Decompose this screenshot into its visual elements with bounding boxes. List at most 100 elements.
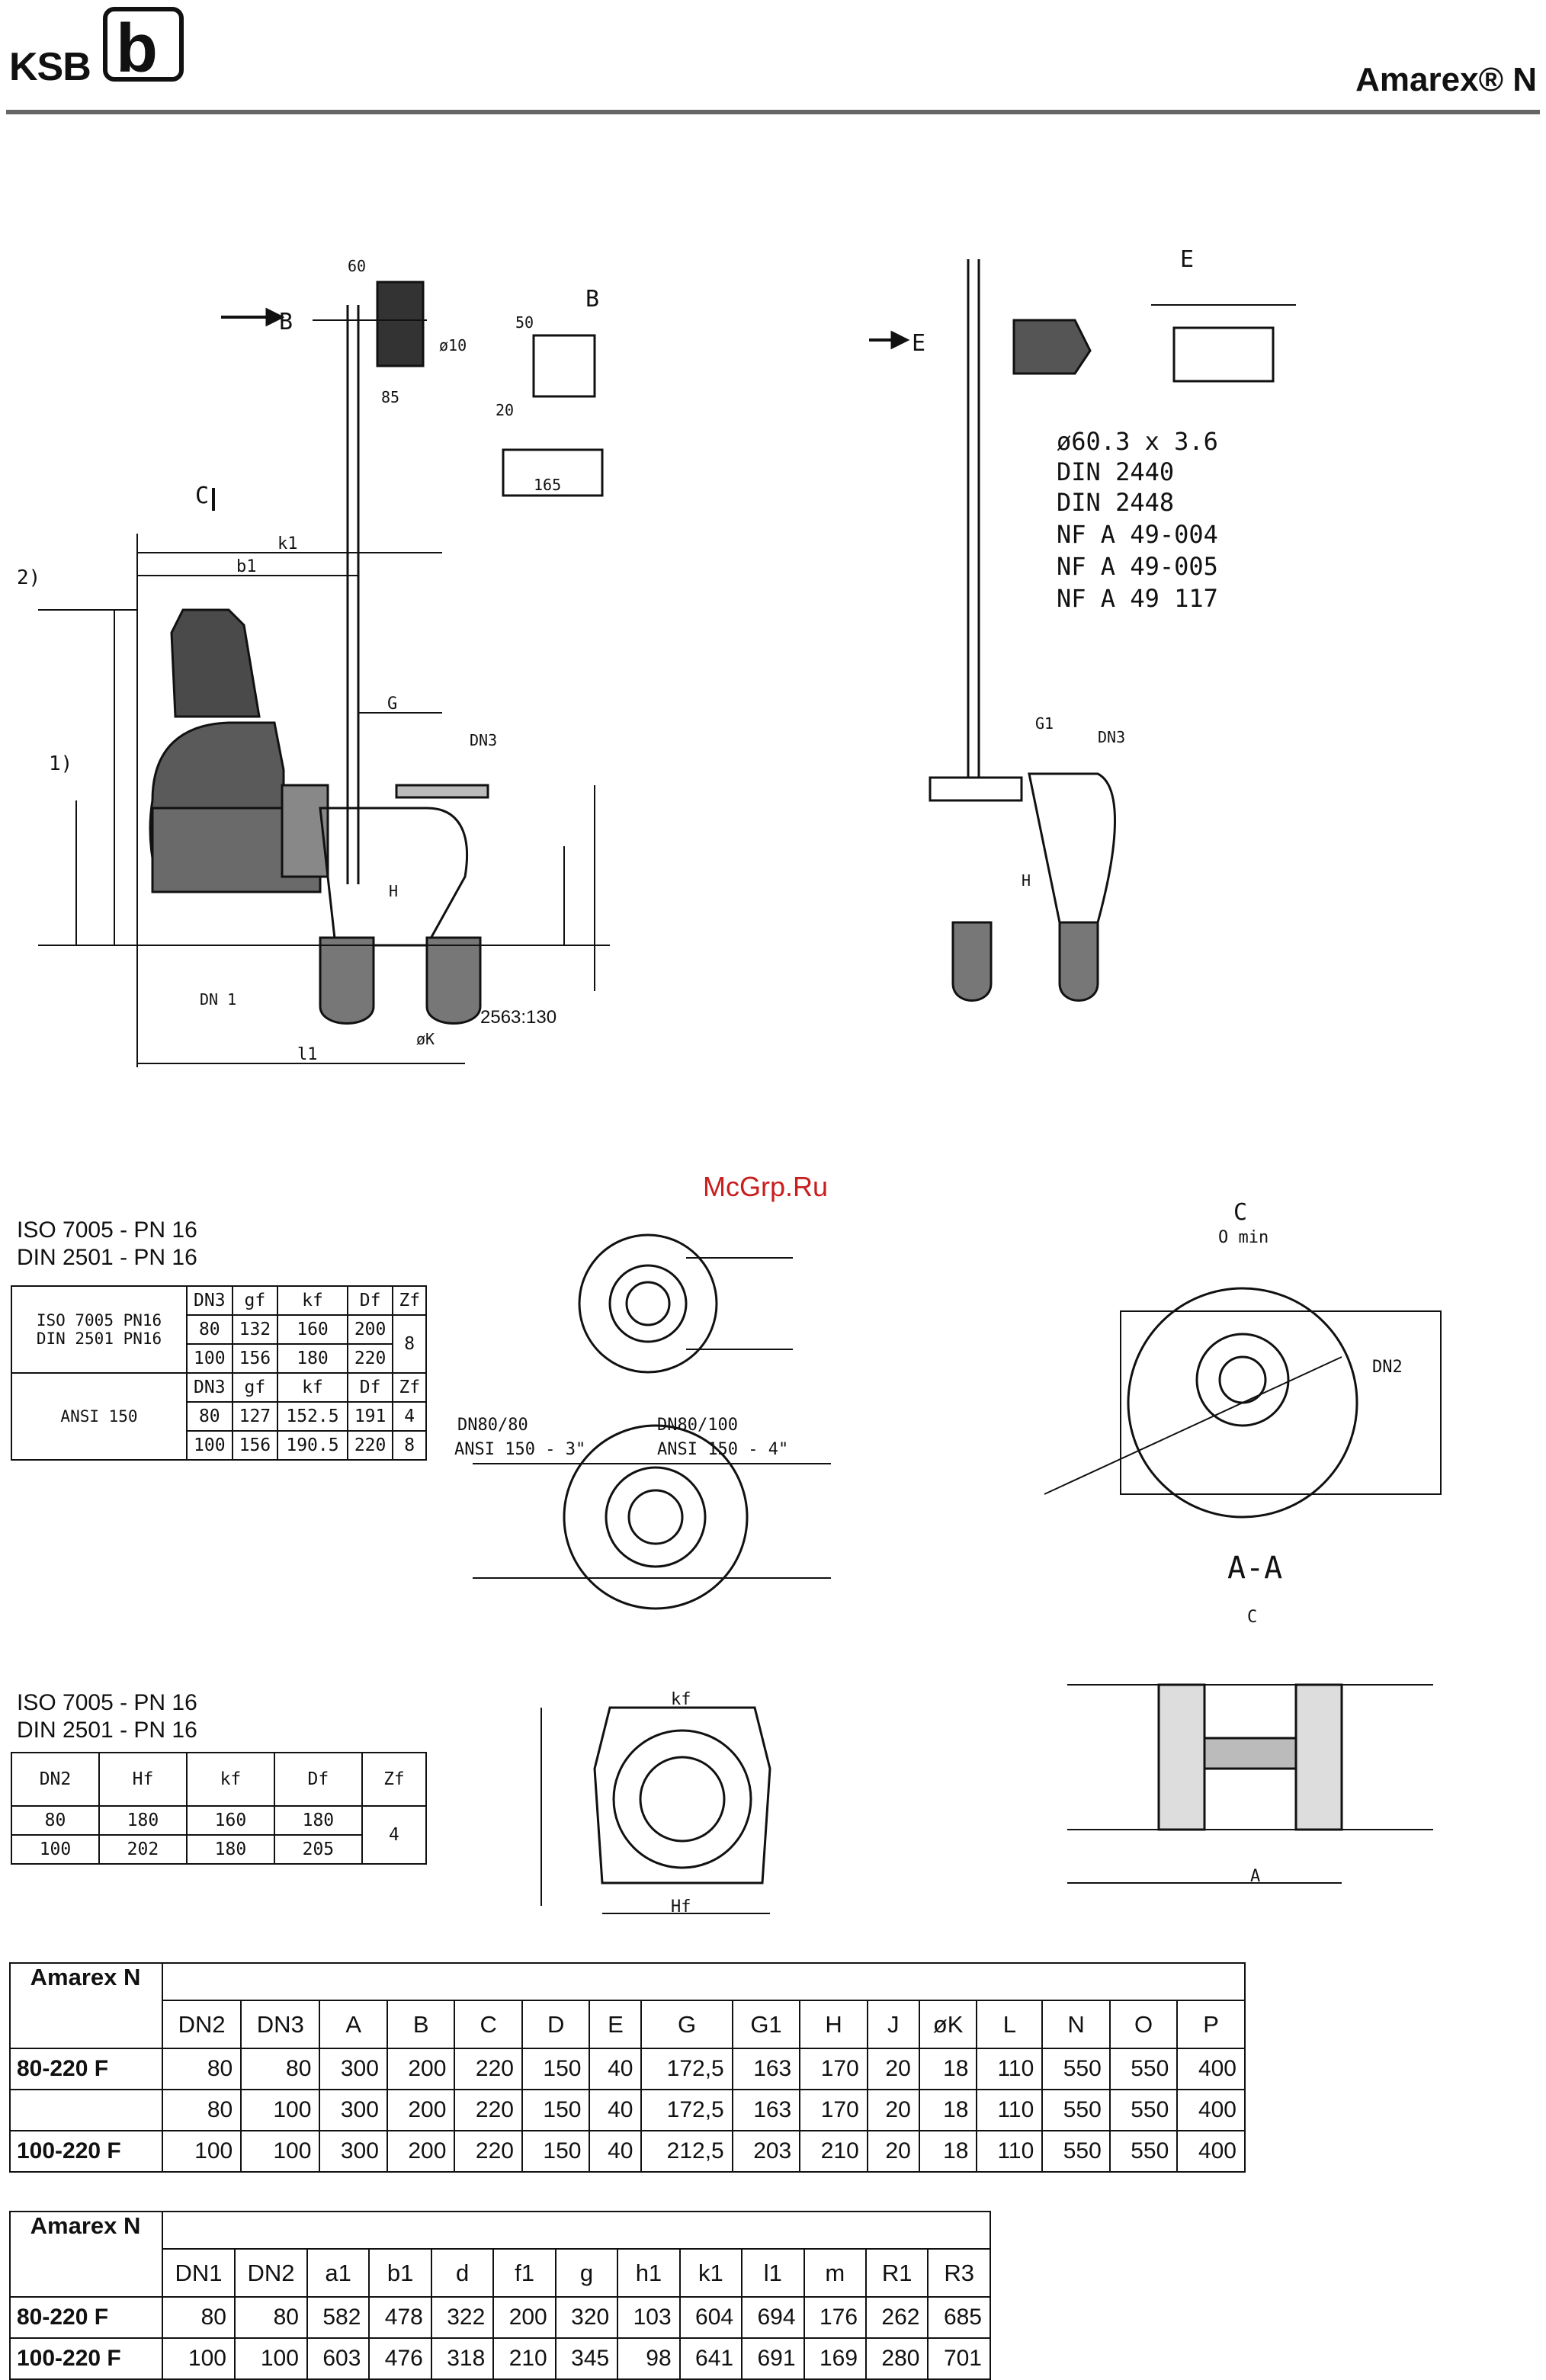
dim-omin: O min	[1218, 1228, 1269, 1247]
table-cell: 200	[386, 2130, 456, 2173]
dim-phi10: ø10	[439, 336, 467, 354]
table-cell: 550	[1041, 2130, 1111, 2173]
column-header: DN2	[161, 2000, 242, 2048]
view-e-detail-label: E	[1180, 246, 1194, 273]
table-cell: 18	[918, 2089, 978, 2131]
model-name	[9, 2089, 163, 2131]
table-cell: 685	[927, 2296, 991, 2339]
table-cell: 150	[521, 2130, 591, 2173]
column-header: m	[803, 2248, 868, 2297]
column-header: A	[319, 2000, 388, 2048]
svg-text:NF A 49-005: NF A 49-005	[1057, 552, 1218, 581]
table-cell: 262	[865, 2296, 929, 2339]
column-header: øK	[918, 2000, 978, 2048]
table-cell: 172,5	[640, 2048, 733, 2090]
header-divider	[6, 110, 1540, 114]
table-cell: 200	[386, 2048, 456, 2090]
column-header: b1	[368, 2248, 432, 2297]
table-cell: 110	[976, 2048, 1044, 2090]
dim-l1: l1	[297, 1045, 318, 1064]
dim-DN3-right: DN3	[1098, 728, 1125, 746]
dim-DN1: DN 1	[200, 990, 236, 1009]
watermark: McGrp.Ru	[703, 1171, 829, 1202]
brand-logo-text: KSB	[9, 45, 91, 89]
table-cell: 550	[1108, 2089, 1179, 2131]
svg-text:DIN 2448: DIN 2448	[1057, 488, 1174, 517]
dim-165: 165	[534, 476, 561, 494]
table-cell: 220	[454, 2089, 523, 2131]
flange-table-2-heading: ISO 7005 - PN 16 DIN 2501 - PN 16	[17, 1690, 197, 1743]
table-cell: 150	[521, 2089, 591, 2131]
table-cell: 550	[1041, 2089, 1111, 2131]
model-name: 80-220 F	[9, 2048, 163, 2090]
column-header: J	[866, 2000, 920, 2048]
column-header: C	[454, 2000, 523, 2048]
table-cell: 100	[240, 2130, 321, 2173]
column-header: a1	[306, 2248, 370, 2297]
flange-table-1-heading: ISO 7005 - PN 16 DIN 2501 - PN 16	[17, 1217, 197, 1270]
column-header: R3	[927, 2248, 991, 2297]
column-header: DN2	[233, 2248, 308, 2297]
table-cell: 110	[976, 2130, 1044, 2173]
table-cell: 550	[1108, 2048, 1179, 2090]
column-header: h1	[617, 2248, 681, 2297]
column-header: R1	[865, 2248, 929, 2297]
table-cell: 150	[521, 2048, 591, 2090]
table-cell: 300	[319, 2130, 388, 2173]
table-cell: 200	[386, 2089, 456, 2131]
column-header: DN1	[162, 2248, 236, 2297]
table-cell: 200	[492, 2296, 556, 2339]
table-cell: 220	[454, 2048, 523, 2090]
dn80-100: DN80/100	[657, 1416, 738, 1435]
dim-kf: kf	[671, 1690, 691, 1709]
dim-G: G	[387, 694, 397, 714]
table-cell: 300	[319, 2048, 388, 2090]
table-cell: 40	[589, 2130, 643, 2173]
table-cell: 80	[233, 2296, 308, 2339]
column-header: D	[521, 2000, 591, 2048]
dim-k1: k1	[277, 534, 298, 553]
table-cell: 110	[976, 2089, 1044, 2131]
column-header: l1	[741, 2248, 805, 2297]
table-cell: 20	[866, 2048, 920, 2090]
column-header: O	[1108, 2000, 1179, 2048]
dim-60: 60	[348, 257, 366, 275]
dim-H: H	[389, 882, 398, 900]
view-c-label: C	[195, 483, 209, 509]
table-cell: 18	[918, 2130, 978, 2173]
view-b-detail-label: B	[585, 286, 599, 313]
table-cell: 300	[319, 2089, 388, 2131]
table-cell: 100	[240, 2089, 321, 2131]
table-cell: 550	[1041, 2048, 1111, 2090]
dim-DN2: DN2	[1372, 1358, 1403, 1377]
dim-C: C	[1247, 1608, 1257, 1627]
column-header: H	[799, 2000, 868, 2048]
table-cell: 320	[554, 2296, 619, 2339]
table-cell: 80	[162, 2296, 236, 2339]
dim-50: 50	[515, 313, 534, 332]
table-cell: 203	[731, 2130, 801, 2173]
dim-DN3: DN3	[470, 731, 497, 749]
table-cell: 400	[1176, 2130, 1246, 2173]
table-cell: 163	[731, 2089, 801, 2131]
section-aa-label: A-A	[1227, 1551, 1282, 1586]
table-cell: 400	[1176, 2048, 1246, 2090]
product-title: Amarex® N	[1355, 61, 1537, 98]
model-name: 80-220 F	[9, 2296, 163, 2339]
table-cell: 18	[918, 2048, 978, 2090]
svg-text:DIN 2440: DIN 2440	[1057, 457, 1174, 486]
column-header: G	[640, 2000, 733, 2048]
view-c-plan-label: C	[1233, 1199, 1247, 1226]
svg-text:NF A 49 117: NF A 49 117	[1057, 584, 1218, 613]
dim-G1: G1	[1035, 714, 1054, 733]
ansi-3: ANSI 150 - 3"	[454, 1440, 585, 1459]
table-cell: 170	[799, 2048, 868, 2090]
table-cell: 550	[1108, 2130, 1179, 2173]
column-header: L	[976, 2000, 1044, 2048]
